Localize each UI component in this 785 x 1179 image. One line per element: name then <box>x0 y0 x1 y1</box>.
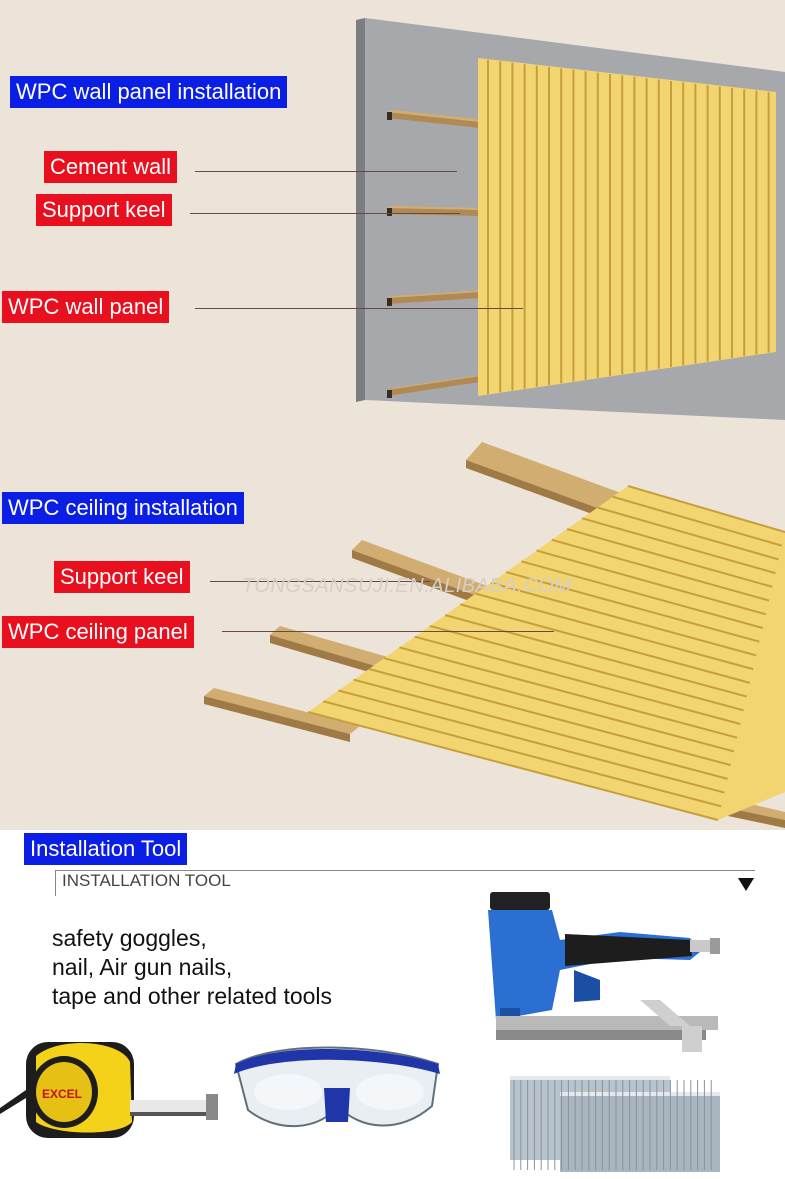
tool-illustrations: EXCEL <box>0 892 720 1172</box>
safety-goggles-icon <box>234 1046 440 1128</box>
ceiling-installation-diagram: WPC ceiling installation Support keel WP… <box>0 420 785 830</box>
wpc-wall-panel <box>478 58 776 396</box>
ceiling-panel-grooves <box>307 485 785 821</box>
wpc-ceiling-panel <box>308 486 785 820</box>
leader-wpc-wall-panel <box>195 308 523 309</box>
leader-wpc-ceiling-panel <box>222 631 554 632</box>
tape-measure-icon: EXCEL <box>0 1042 218 1138</box>
nail-lines <box>513 1080 712 1170</box>
label-cement-wall: Cement wall <box>44 151 178 183</box>
tape-brand-text: EXCEL <box>42 1087 82 1101</box>
label-support-keel-wall: Support keel <box>36 194 172 226</box>
subtitle-rule <box>55 870 755 871</box>
leader-support-keel-ceiling <box>210 581 430 582</box>
tool-list-item: tape and other related tools <box>52 983 333 1009</box>
triangle-down-icon <box>738 878 754 891</box>
wall-illustration <box>356 18 785 420</box>
wall-installation-diagram: WPC wall panel installation Cement wall … <box>0 0 785 420</box>
support-keels <box>387 110 486 398</box>
tools-subtitle: INSTALLATION TOOL <box>62 871 231 890</box>
tools-title: Installation Tool <box>24 833 188 865</box>
label-support-keel-ceiling: Support keel <box>54 561 190 593</box>
subtitle-tick <box>55 870 56 896</box>
label-wpc-ceiling-panel: WPC ceiling panel <box>2 616 194 648</box>
leader-cement-wall <box>195 171 457 172</box>
leader-support-keel-wall <box>190 213 460 214</box>
ceiling-illustration <box>204 442 785 828</box>
cement-wall-edge <box>356 18 365 402</box>
tool-list: safety goggles, nail, Air gun nails, tap… <box>52 924 332 1011</box>
air-nail-gun-icon <box>488 892 720 1052</box>
ceiling-installation-title: WPC ceiling installation <box>2 492 244 524</box>
wall-panel-grooves <box>487 60 770 394</box>
installation-tools-section: Installation Tool INSTALLATION TOOL safe… <box>0 830 785 1179</box>
watermark-text: TONGSANSUJI.EN.ALIBABA.COM <box>242 575 572 597</box>
label-wpc-wall-panel: WPC wall panel <box>2 291 170 323</box>
tool-list-item: nail, Air gun nails, <box>52 954 233 980</box>
wall-installation-title: WPC wall panel installation <box>10 76 288 108</box>
tool-list-item: safety goggles, <box>52 925 207 951</box>
